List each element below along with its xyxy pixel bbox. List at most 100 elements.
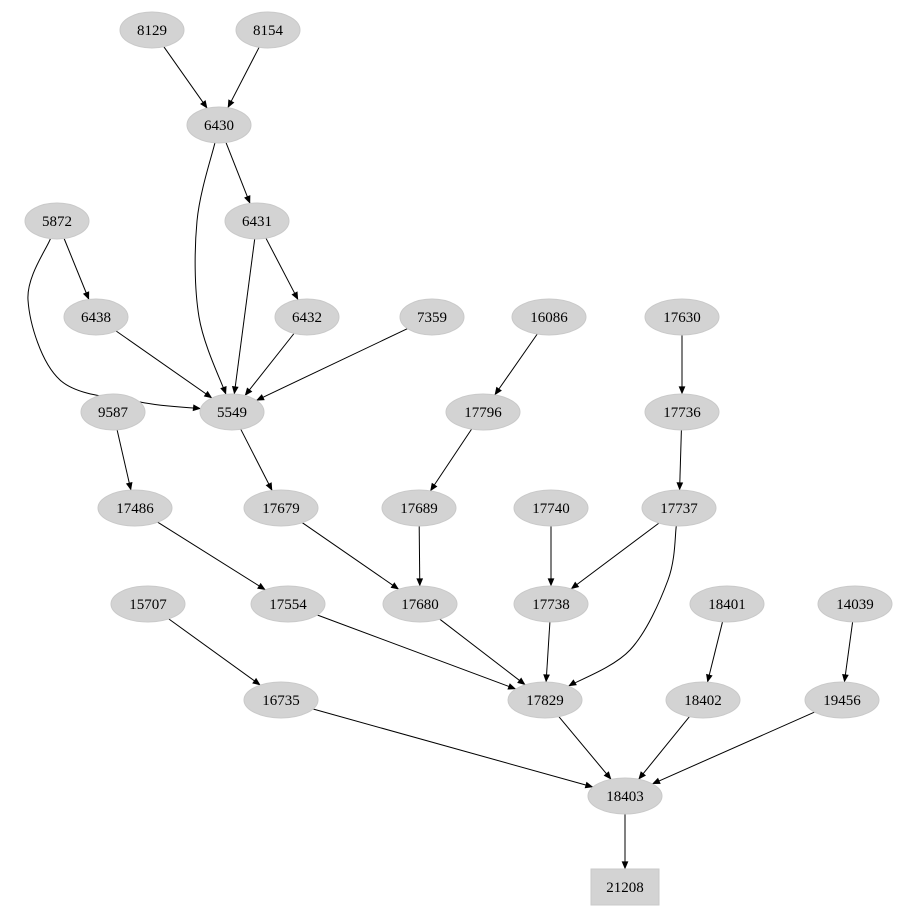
node-label: 17829 [526,693,564,709]
node-18403: 18403 [587,777,663,815]
node-label: 9587 [98,405,129,421]
node-label: 18403 [606,789,644,805]
node-label: 16086 [530,310,568,326]
edge-17679-17680 [302,522,400,590]
node-ellipse-shape [513,585,589,623]
node-6438: 6438 [63,298,129,336]
node-box-shape [590,868,660,906]
node-17737: 17737 [641,489,717,527]
node-7359: 7359 [399,298,465,336]
node-19456: 19456 [804,681,880,719]
node-17829: 17829 [507,681,583,719]
node-ellipse-shape [665,681,741,719]
node-18402: 18402 [665,681,741,719]
node-label: 19456 [823,693,861,709]
node-label: 17796 [464,405,502,421]
node-label: 18402 [684,693,722,709]
node-6432: 6432 [274,298,340,336]
edge-17680-17829 [439,618,526,686]
node-label: 17737 [660,501,698,517]
node-17738: 17738 [513,585,589,623]
node-ellipse-shape [381,489,457,527]
node-label: 6432 [292,310,322,326]
edge-18402-18403 [638,716,690,780]
node-ellipse-shape [689,585,765,623]
edge-17796-17689 [429,428,473,492]
node-label: 7359 [417,310,447,326]
edge-18401-18402 [706,621,723,683]
edge-5872-6438 [63,238,90,300]
node-5549: 5549 [199,393,265,431]
node-ellipse-shape [243,489,319,527]
node-label: 8154 [253,23,284,39]
node-ellipse-shape [644,298,720,336]
edge-5549-17679 [240,429,273,491]
node-label: 17554 [269,597,307,613]
node-label: 17689 [400,501,438,517]
edge-6430-6431 [225,142,251,204]
node-16086: 16086 [511,298,587,336]
node-ellipse-shape [274,298,340,336]
edge-15707-16735 [168,618,261,686]
node-ellipse-shape [97,489,173,527]
node-ellipse-shape [80,393,146,431]
node-21208: 21208 [590,868,660,906]
node-6430: 6430 [186,106,252,144]
edge-17736-17737 [676,429,684,491]
edge-5872-5549 [27,238,201,412]
edge-8154-6430 [227,47,260,109]
node-label: 5872 [42,214,72,230]
edge-19456-18403 [652,711,815,785]
node-label: 5549 [217,405,247,421]
node-label: 8129 [137,23,167,39]
node-17630: 17630 [644,298,720,336]
edge-6438-5549 [115,330,213,399]
node-label: 17679 [262,501,300,517]
edge-17737-17738 [570,522,660,590]
node-9587: 9587 [80,393,146,431]
node-ellipse-shape [399,298,465,336]
edge-7359-5549 [256,328,408,401]
edges-layer [27,46,854,870]
edge-17737-17829 [568,525,677,687]
node-ellipse-shape [110,585,186,623]
node-label: 15707 [129,597,167,613]
node-label: 6438 [81,310,111,326]
node-label: 6431 [242,214,272,230]
node-ellipse-shape [445,393,521,431]
edge-17486-17554 [157,521,266,591]
node-label: 17630 [663,310,701,326]
node-ellipse-shape [199,393,265,431]
node-ellipse-shape [382,585,458,623]
node-ellipse-shape [511,298,587,336]
node-ellipse-shape [235,11,301,49]
edge-6432-5549 [244,333,295,396]
node-label: 17740 [532,501,570,517]
node-ellipse-shape [119,11,185,49]
node-17796: 17796 [445,393,521,431]
node-ellipse-shape [644,393,720,431]
node-label: 21208 [606,880,644,896]
node-ellipse-shape [224,202,290,240]
node-17736: 17736 [644,393,720,431]
node-5872: 5872 [24,202,90,240]
node-label: 18401 [708,597,746,613]
node-ellipse-shape [817,585,893,623]
node-ellipse-shape [243,681,319,719]
node-ellipse-shape [186,106,252,144]
edge-6430-5549 [194,142,227,395]
edge-17689-17680 [416,525,424,587]
node-ellipse-shape [804,681,880,719]
edge-17738-17829 [543,621,551,683]
node-8154: 8154 [235,11,301,49]
edge-17829-18403 [558,716,612,780]
node-17679: 17679 [243,489,319,527]
node-label: 17486 [116,501,154,517]
node-16735: 16735 [243,681,319,719]
node-15707: 15707 [110,585,186,623]
edge-6431-6432 [265,238,299,301]
node-label: 6430 [204,118,234,134]
node-ellipse-shape [641,489,717,527]
